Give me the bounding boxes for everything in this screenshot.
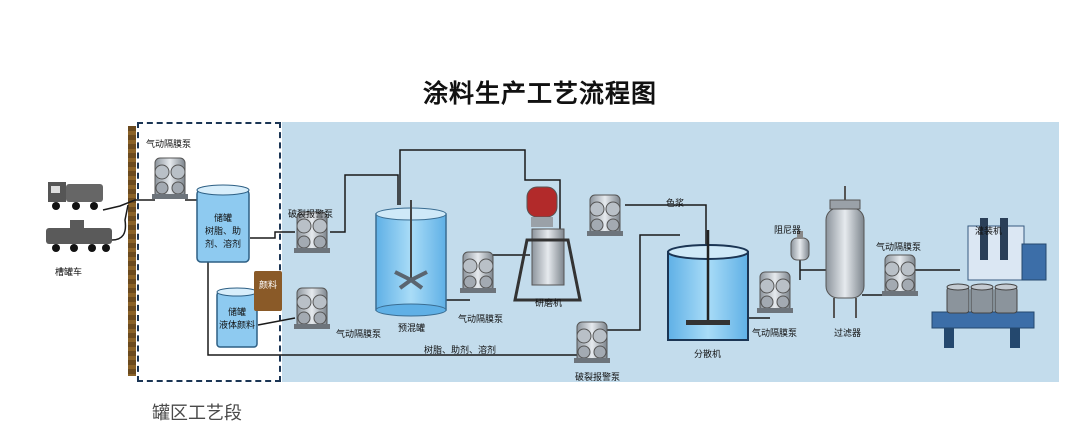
pipe-tanker-to-pump <box>102 199 155 211</box>
pump-after-disperser <box>756 271 794 314</box>
pipe-bottom-to-disperser <box>600 234 680 331</box>
burst-alarm-pump-bottom <box>573 321 611 364</box>
boundary-wall <box>128 126 136 376</box>
burst-alarm-pump-bottom-label: 破裂报警泵 <box>575 373 621 383</box>
pump-mid-left-label: 气动隔膜泵 <box>336 330 382 340</box>
pump-before-filling <box>881 254 919 297</box>
damper <box>790 231 810 261</box>
storage-tank-1-content: 树脂、助剂、溶剂 <box>204 227 241 250</box>
disperser-label: 分散机 <box>694 350 722 360</box>
pump-after-grinder <box>586 194 624 237</box>
burst-alarm-pump-top-label: 破裂报警泵 <box>288 210 334 220</box>
pump-after-premix-label: 气动隔膜泵 <box>458 315 504 325</box>
pump-after-disperser-label: 气动隔膜泵 <box>752 329 798 339</box>
tank-zone-boundary <box>137 122 281 382</box>
grinder-label: 研磨机 <box>535 299 563 309</box>
pigment-box: 颜料 <box>254 271 282 311</box>
disperser <box>667 230 749 341</box>
pipe-tank1-down <box>207 262 583 356</box>
filling-machine-label: 灌装机 <box>975 227 1003 237</box>
resin-line-label: 树脂、助剂、溶剂 <box>424 346 497 356</box>
storage-tank-2-text: 储罐 液体颜料 <box>215 307 259 333</box>
pipe-tank2-to-pump <box>257 317 296 326</box>
storage-tank-2-content: 液体颜料 <box>218 321 255 331</box>
pipe-color-paste <box>625 204 707 245</box>
storage-tank-2-name: 储罐 <box>227 308 246 318</box>
tanker-label: 槽罐车 <box>55 268 83 278</box>
premix-tank <box>375 200 447 317</box>
storage-tank-1-name: 储罐 <box>213 214 232 224</box>
pump-before-filling-label: 气动隔膜泵 <box>876 243 922 253</box>
pump-mid-left <box>293 287 331 330</box>
pipes <box>102 149 960 356</box>
pump-after-premix <box>459 251 497 294</box>
tanker-truck-2 <box>46 220 112 252</box>
filter <box>825 186 865 318</box>
tank-zone-caption: 罐区工艺段 <box>152 403 242 424</box>
pipe-tank1-to-premix <box>250 231 295 239</box>
pipe-tanker2-loop <box>111 204 129 241</box>
grinder <box>513 186 582 302</box>
filling-machine <box>931 218 1047 348</box>
pipe-pump-to-premix-top <box>330 174 399 233</box>
pump-top-left-label: 气动隔膜泵 <box>146 140 192 150</box>
storage-tank-1-text: 储罐 树脂、助剂、溶剂 <box>200 213 246 252</box>
storage-tank-1 <box>196 184 250 263</box>
color-paste-label: 色浆 <box>666 199 685 209</box>
tanker-truck-1 <box>48 182 103 210</box>
pigment-label: 颜料 <box>258 281 277 291</box>
premix-tank-label: 预混罐 <box>398 324 426 334</box>
storage-tank-2 <box>216 287 258 348</box>
filter-label: 过滤器 <box>834 329 862 339</box>
diagram-title: 涂料生产工艺流程图 <box>422 79 657 108</box>
pump-top-left <box>151 157 189 200</box>
pipe-grinder-loop <box>399 149 561 240</box>
damper-label: 阻尼器 <box>774 226 802 236</box>
drums <box>946 283 1018 314</box>
